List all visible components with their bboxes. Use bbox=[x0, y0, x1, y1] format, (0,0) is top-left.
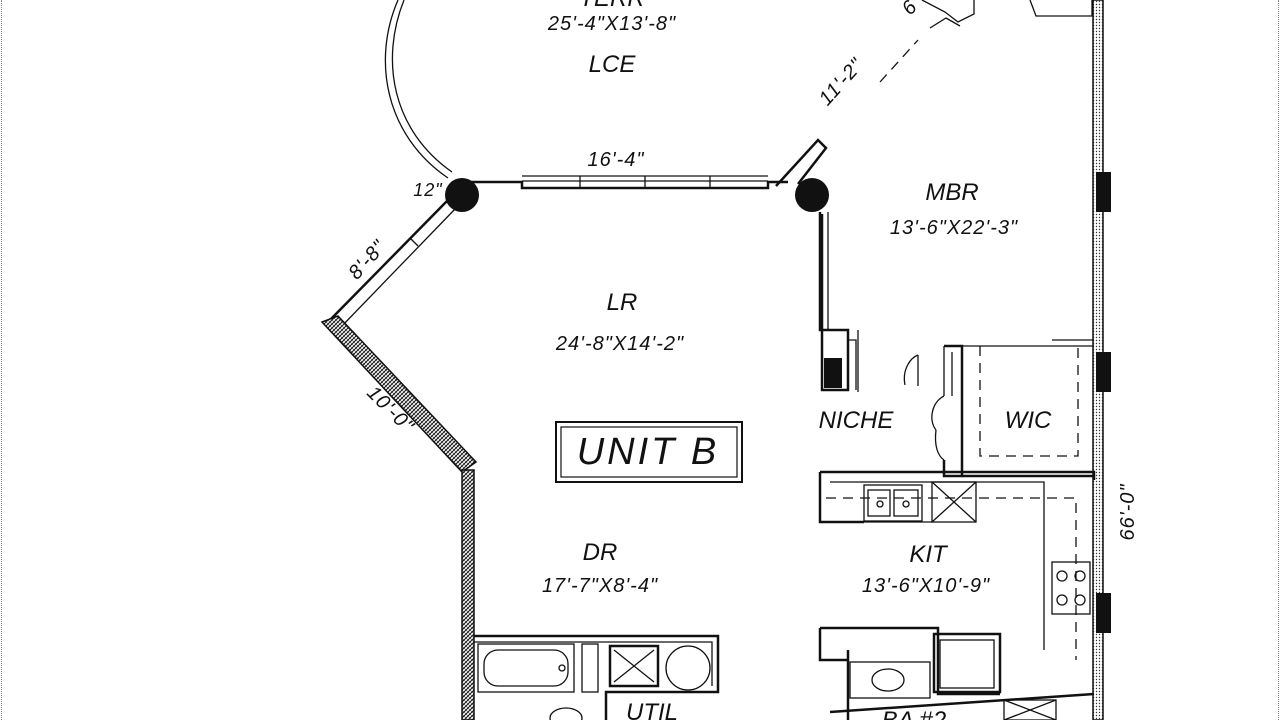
lower-counter-wall bbox=[820, 626, 1000, 696]
ba2-lavatory bbox=[871, 668, 905, 692]
terrace-curve-outer bbox=[384, 0, 449, 179]
mbr-dims: 13'-6"X22'-3" bbox=[890, 217, 1018, 239]
util-name: UTIL bbox=[626, 699, 678, 720]
closet-door-swing bbox=[931, 395, 945, 431]
dryer bbox=[665, 645, 711, 691]
wic-name: WIC bbox=[1005, 407, 1052, 434]
ba2-name: BA #2 bbox=[882, 707, 947, 720]
living-window-mullions bbox=[579, 176, 711, 188]
tub-drain bbox=[558, 664, 566, 672]
mbr-name: MBR bbox=[925, 179, 978, 206]
kitchen-counter-dash bbox=[826, 497, 1077, 660]
top-door-frame bbox=[921, 0, 975, 23]
wic-top-wall bbox=[962, 339, 1094, 347]
terrace-curve-inner bbox=[391, 0, 453, 173]
niche-wall bbox=[848, 330, 859, 392]
bedroom-diagonal-stub bbox=[775, 138, 828, 187]
ba2-bottom-wall bbox=[829, 692, 1095, 714]
kitchen-sink-bowl-2 bbox=[893, 489, 919, 517]
ba2-vanity bbox=[849, 661, 931, 699]
terrace-tag: LCE bbox=[589, 51, 637, 78]
column-note: 12" bbox=[413, 180, 443, 200]
dr-name: DR bbox=[583, 539, 618, 566]
angled-window-wall-inner bbox=[339, 207, 457, 329]
dr-dims: 17'-7"X8'-4" bbox=[542, 575, 658, 597]
overall-depth-dim: 66'-0" bbox=[1117, 484, 1139, 541]
ba2-storage bbox=[1003, 699, 1057, 720]
west-hatched-wall bbox=[461, 469, 475, 720]
sink-drain-1 bbox=[876, 500, 884, 508]
utility-wall-inner bbox=[474, 641, 713, 686]
living-window-dim: 16'-4" bbox=[588, 149, 645, 171]
top-right-wall bbox=[1029, 0, 1093, 17]
washer-x bbox=[613, 649, 655, 683]
burner-3 bbox=[1056, 594, 1068, 606]
refrigerator bbox=[932, 632, 1002, 694]
kitchen-counter-front bbox=[830, 481, 1045, 650]
bedroom-partition bbox=[818, 212, 850, 392]
kitchen-sink-bowl-1 bbox=[867, 489, 891, 517]
ba2-storage-x bbox=[1003, 699, 1057, 720]
burner-2 bbox=[1074, 570, 1086, 582]
sink-drain-2 bbox=[902, 500, 910, 508]
wic-shelf-line bbox=[979, 346, 1079, 457]
living-north-wall bbox=[462, 180, 788, 190]
dishwasher bbox=[931, 481, 977, 523]
east-column bbox=[795, 178, 829, 212]
burner-4 bbox=[1074, 594, 1086, 606]
east-wall-column-1 bbox=[1096, 172, 1111, 212]
burner-1 bbox=[1056, 570, 1068, 582]
top-partial-dim: 6' bbox=[898, 0, 926, 20]
kit-dims: 13'-6"X10'-9" bbox=[862, 575, 990, 597]
terrace-dims: 25'-4"X13'-8" bbox=[547, 13, 676, 35]
niche-name: NICHE bbox=[819, 407, 895, 434]
partition-column bbox=[824, 358, 842, 388]
unit-label-box-inner bbox=[560, 426, 738, 478]
angled-wall-upper-dim: 8'-8" bbox=[344, 236, 390, 284]
tub-end-wall bbox=[581, 643, 599, 693]
utility-wall bbox=[474, 634, 720, 720]
west-column bbox=[445, 178, 479, 212]
wic-west-wall-2 bbox=[943, 346, 953, 396]
top-door-swing bbox=[929, 17, 961, 29]
bedroom-angle-dash bbox=[879, 39, 919, 83]
angled-hatched-wall bbox=[320, 315, 478, 473]
toilet bbox=[549, 707, 583, 720]
terrace-name: TERR bbox=[579, 0, 644, 12]
angled-window-wall bbox=[329, 199, 449, 321]
east-wall-column-3 bbox=[1096, 593, 1111, 633]
wic-west-wall bbox=[942, 344, 964, 478]
left-page-border bbox=[1, 0, 2, 720]
dishwasher-x bbox=[931, 481, 977, 523]
washer bbox=[608, 644, 660, 688]
right-page-border bbox=[1278, 0, 1279, 720]
cooktop bbox=[1051, 561, 1091, 615]
bedroom-door-swing bbox=[903, 354, 919, 386]
lr-dims: 24'-8"X14'-2" bbox=[555, 333, 684, 355]
unit-label: UNIT B bbox=[577, 431, 720, 473]
closet-door-swing-2 bbox=[934, 429, 945, 461]
kitchen-sink bbox=[863, 484, 923, 522]
ba2-wall bbox=[818, 628, 850, 720]
east-wall-column-2 bbox=[1096, 352, 1111, 392]
refrigerator-inner bbox=[939, 639, 995, 689]
bathtub-inner bbox=[483, 649, 569, 687]
kit-name: KIT bbox=[909, 541, 949, 568]
bedroom-angle-dim: 11'-2" bbox=[815, 54, 868, 110]
angled-window-sill bbox=[409, 237, 419, 247]
lr-name: LR bbox=[607, 289, 638, 316]
bathtub bbox=[477, 643, 575, 693]
kitchen-upper-counter bbox=[818, 470, 1096, 524]
unit-label-box-outer bbox=[555, 421, 743, 483]
